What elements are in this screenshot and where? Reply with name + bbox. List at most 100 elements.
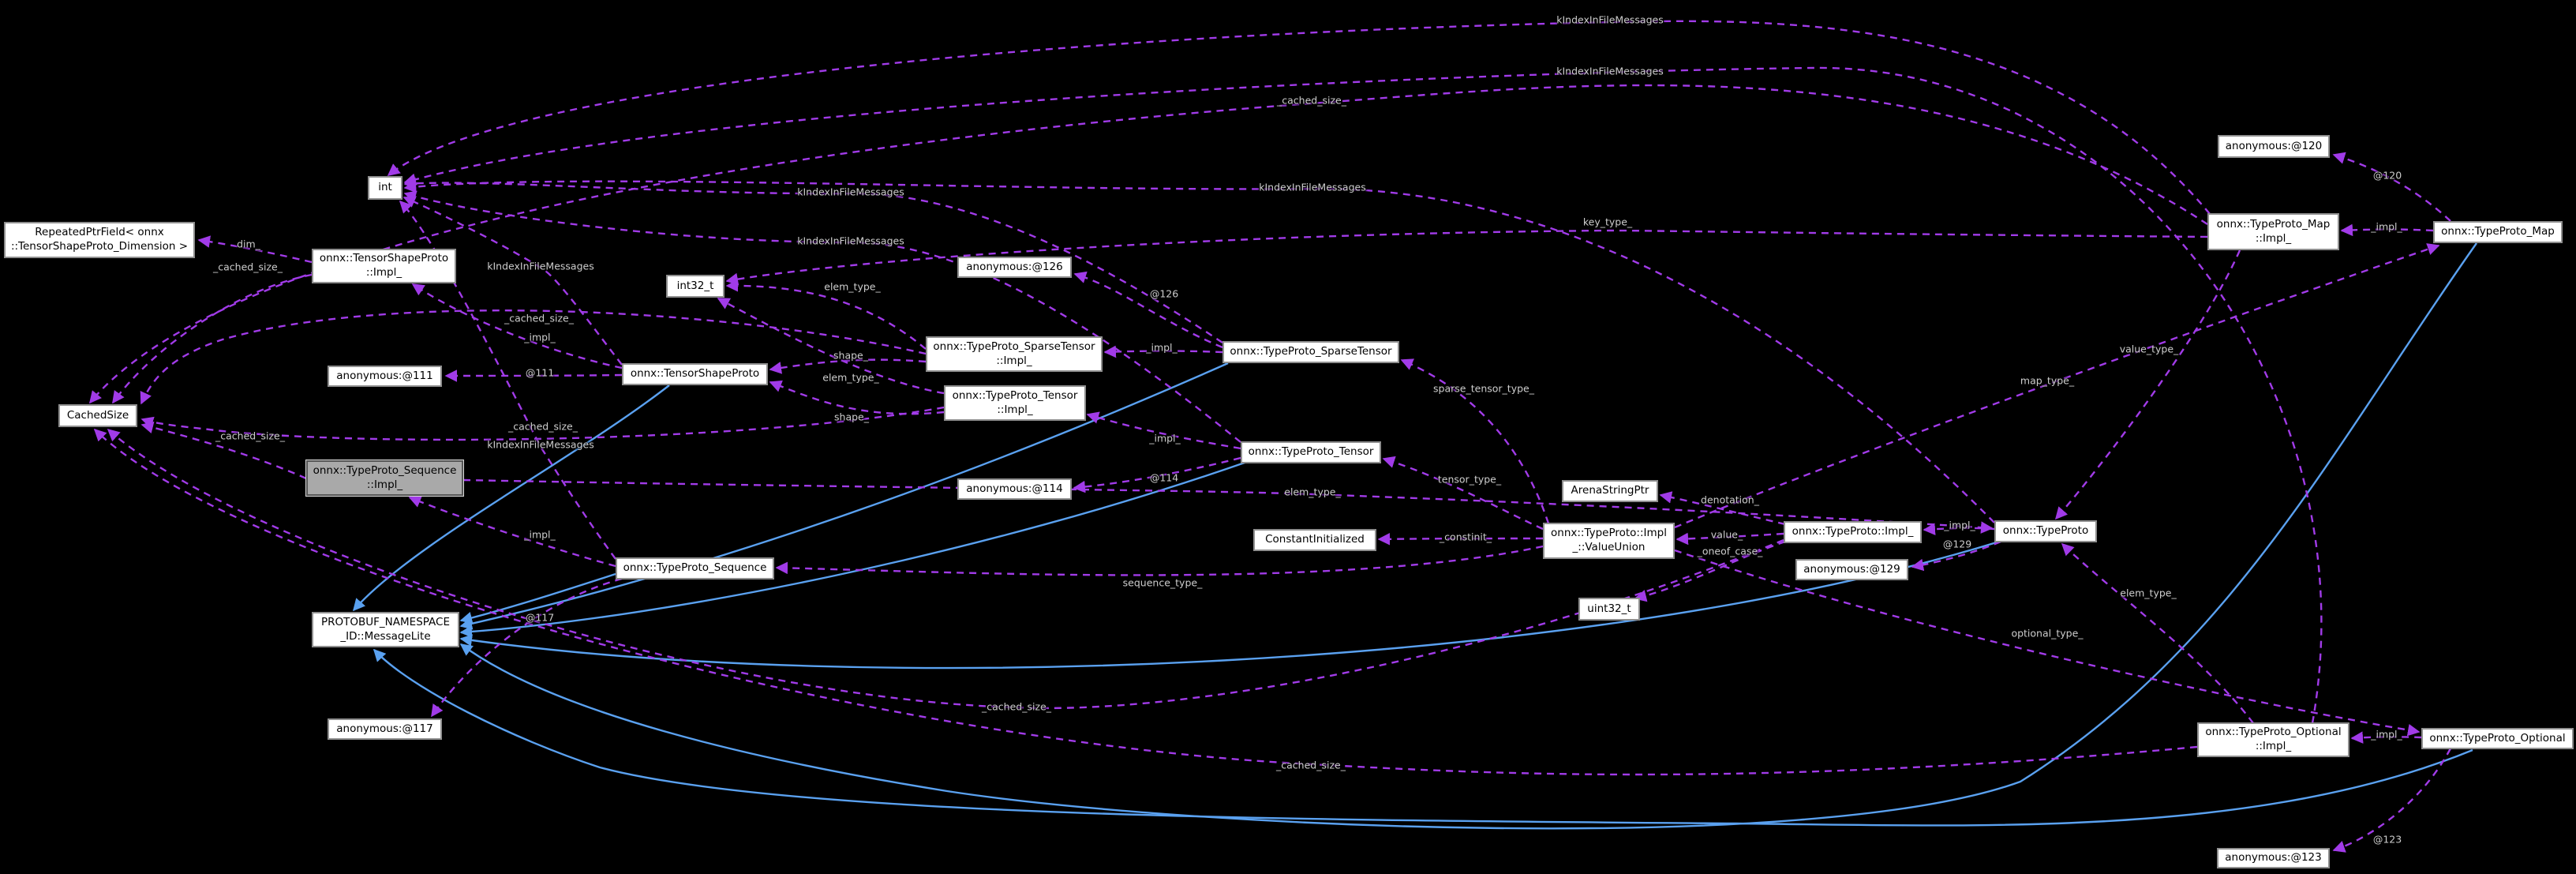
edge-cachedsize-from-sequence-impl — [140, 421, 307, 480]
node-cachedsize[interactable]: CachedSize — [58, 404, 137, 427]
node-typeproto-sparsetensor[interactable]: onnx::TypeProto_SparseTensor — [1222, 341, 1399, 363]
edge-label: shape_ — [833, 349, 868, 362]
node-uint32-t[interactable]: uint32_t — [1578, 598, 1640, 621]
edge-sequence-type — [775, 545, 1544, 576]
edge-elemtype-sparsetensor-impl-int32 — [725, 279, 927, 350]
node-typeproto-sequence-impl[interactable]: onnx::TypeProto_Sequence ::Impl_ — [306, 460, 463, 496]
node-anonymous-120[interactable]: anonymous:@120 — [2218, 135, 2330, 158]
node-int32-t[interactable]: int32_t — [666, 275, 724, 298]
edge-kindex-from-map — [387, 20, 2211, 215]
edge-label: elem_type_ — [824, 280, 881, 293]
edge-label: value_ — [1710, 528, 1743, 541]
inherit-tensorshapeproto — [352, 384, 670, 612]
edge-kindex-from-tensorshapeproto — [402, 196, 623, 366]
node-anonymous-126[interactable]: anonymous:@126 — [957, 257, 1072, 278]
edge-oneof-case — [1634, 540, 1786, 602]
edge-at120 — [2332, 152, 2451, 222]
node-anonymous-111[interactable]: anonymous:@111 — [328, 366, 442, 387]
edge-label: denotation_ — [1701, 493, 1759, 506]
edge-label: @129 — [1942, 538, 1972, 550]
edge-label: _oneof_case_ — [1697, 545, 1763, 557]
node-typeproto-sparsetensor-impl[interactable]: onnx::TypeProto_SparseTensor ::Impl_ — [926, 336, 1103, 372]
edge-label: kIndexInFileMessages — [1259, 181, 1366, 193]
edge-at129 — [1911, 540, 2001, 572]
edge-kindex-from-optional — [403, 66, 2323, 724]
edge-label: optional_type_ — [2011, 627, 2084, 640]
edge-label: value_type_ — [2119, 343, 2179, 355]
edge-impl-sparsetensor — [1103, 345, 1223, 358]
node-constantinitialized[interactable]: ConstantInitialized — [1253, 529, 1376, 551]
node-int[interactable]: int — [368, 176, 402, 200]
edge-dim — [197, 235, 313, 264]
edge-impl-sequence — [408, 496, 616, 568]
edge-constinit — [1377, 533, 1544, 546]
node-typeproto-tensor[interactable]: onnx::TypeProto_Tensor — [1241, 441, 1381, 463]
edge-kindex-from-tensor — [403, 190, 1241, 443]
node-anonymous-114[interactable]: anonymous:@114 — [957, 478, 1072, 500]
edge-label: sequence_type_ — [1122, 576, 1203, 589]
node-typeproto-impl[interactable]: onnx::TypeProto::Impl_ — [1784, 521, 1922, 543]
edge-label: _cached_size_ — [215, 429, 285, 442]
inherit-typeproto — [459, 540, 2000, 670]
node-typeproto-map-impl[interactable]: onnx::TypeProto_Map ::Impl_ — [2207, 213, 2339, 250]
node-tensorshapeproto-impl[interactable]: onnx::TensorShapeProto ::Impl_ — [312, 249, 456, 283]
node-typeproto-tensor-impl[interactable]: onnx::TypeProto_Tensor ::Impl_ — [944, 385, 1086, 421]
node-messagelite[interactable]: PROTOBUF_NAMESPACE _ID::MessageLite — [312, 612, 459, 647]
edge-elemtype-tensor-impl-int32 — [717, 297, 945, 395]
edge-cachedsize-from-sparsetensor-impl — [140, 309, 927, 405]
edge-label: _impl_ — [524, 331, 556, 343]
edge-optional-type — [1674, 549, 2421, 737]
edge-impl-optional — [2350, 731, 2422, 744]
edge-at111 — [444, 369, 623, 382]
edge-label: _cached_size_ — [213, 261, 283, 273]
edge-label: @126 — [1149, 287, 1179, 300]
edge-at117 — [431, 577, 623, 718]
node-arenastringptr[interactable]: ArenaStringPtr — [1562, 480, 1658, 502]
edge-elemtype-optional-impl — [2061, 542, 2254, 724]
edge-label: _cached_size_ — [1276, 759, 1346, 771]
edge-label: kIndexInFileMessages — [1556, 13, 1664, 26]
edge-label: key_type_ — [1582, 216, 1633, 228]
edge-label: _impl_ — [2371, 220, 2402, 233]
edge-impl-tensorshapeproto — [411, 283, 623, 369]
edge-label: kIndexInFileMessages — [797, 186, 904, 198]
edge-label: _impl_ — [1149, 432, 1181, 445]
edge-label: _cached_size_ — [982, 700, 1051, 713]
inherit-typeproto-tensor — [459, 460, 1248, 638]
edge-label: _constinit_ — [1439, 531, 1492, 543]
edge-label: elem_type_ — [822, 371, 879, 384]
edge-label: _cached_size_ — [508, 420, 578, 433]
edge-cachedsize-from-typeproto-impl — [107, 428, 1784, 710]
edge-label: _cached_size_ — [504, 312, 574, 324]
node-tensorshapeproto[interactable]: onnx::TensorShapeProto — [622, 363, 768, 385]
node-anonymous-123[interactable]: anonymous:@123 — [2217, 848, 2330, 868]
node-typeproto-optional-impl[interactable]: onnx::TypeProto_Optional ::Impl_ — [2197, 722, 2349, 757]
edge-value — [1676, 532, 1784, 546]
node-repeatedptrfield-dimension[interactable]: RepeatedPtrField< onnx ::TensorShapeProt… — [4, 222, 195, 258]
node-anonymous-117[interactable]: anonymous:@117 — [328, 718, 442, 740]
edge-sparse-tensor-type — [1400, 358, 1550, 524]
edge-kindex-from-sparsetensor — [403, 177, 1223, 343]
node-typeproto-impl-valueunion[interactable]: onnx::TypeProto::Impl _::ValueUnion — [1543, 523, 1675, 559]
edge-at123 — [2332, 748, 2452, 853]
edge-at126 — [1073, 271, 1223, 349]
edge-label: _impl_ — [2371, 728, 2402, 741]
node-typeproto[interactable]: onnx::TypeProto — [1994, 520, 2097, 542]
edge-label: tensor_type_ — [1437, 473, 1502, 486]
edge-label: @111 — [525, 366, 555, 379]
edge-label: sparse_tensor_type_ — [1433, 382, 1534, 395]
edge-label: shape_ — [834, 411, 869, 423]
edge-label: _impl_ — [1944, 519, 1975, 531]
node-typeproto-optional[interactable]: onnx::TypeProto_Optional — [2421, 728, 2574, 749]
edge-map-type — [1674, 243, 2440, 529]
edge-label: elem_type_ — [1284, 486, 1341, 498]
edge-label: kIndexInFileMessages — [797, 234, 904, 247]
node-typeproto-map[interactable]: onnx::TypeProto_Map — [2433, 221, 2563, 243]
inherit-typeproto-map — [459, 242, 2477, 830]
edge-label: dim_ — [237, 238, 260, 250]
node-typeproto-sequence[interactable]: onnx::TypeProto_Sequence — [616, 557, 774, 580]
inherit-typeproto-optional — [373, 648, 2473, 827]
node-anonymous-129[interactable]: anonymous:@129 — [1795, 559, 1908, 580]
edge-cachedsize-from-map-impl — [89, 84, 2208, 404]
